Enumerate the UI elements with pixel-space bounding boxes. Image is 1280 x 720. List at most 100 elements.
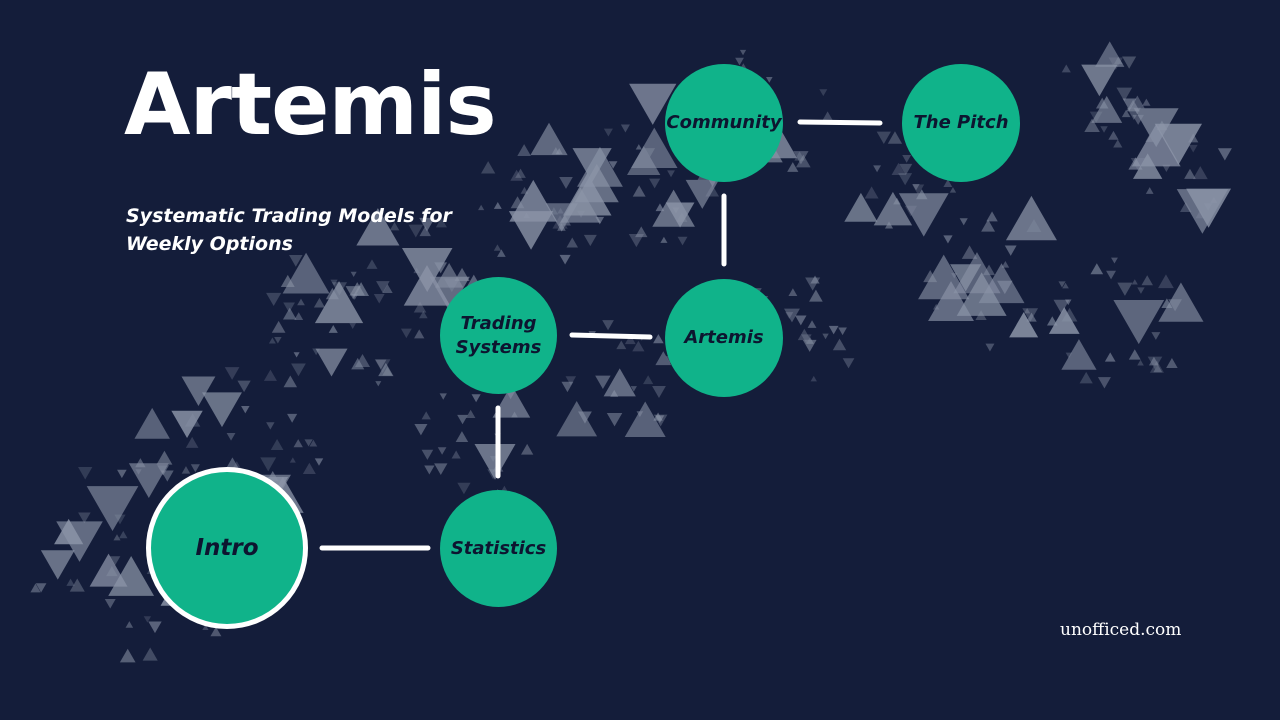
decorative-triangle	[632, 340, 645, 352]
decorative-triangle	[69, 578, 85, 592]
decorative-triangle	[419, 310, 428, 319]
decorative-triangle	[378, 362, 394, 377]
decorative-triangle	[1005, 195, 1057, 241]
decorative-triangle	[821, 111, 834, 122]
decorative-triangle	[40, 550, 75, 580]
decorative-triangle	[559, 254, 571, 265]
decorative-triangle	[78, 512, 91, 524]
decorative-triangle	[268, 337, 276, 344]
decorative-triangle	[765, 77, 773, 83]
decorative-triangle	[382, 284, 393, 294]
decorative-triangle	[521, 443, 534, 455]
decorative-triangle	[478, 204, 485, 211]
decorative-triangle	[351, 293, 359, 300]
decorative-triangle	[1081, 64, 1118, 97]
decorative-triangle	[474, 444, 516, 480]
decorative-triangle	[455, 431, 469, 443]
decorative-triangle	[1131, 279, 1138, 285]
decorative-triangle	[1062, 282, 1069, 289]
decorative-triangle	[566, 237, 579, 248]
subtitle-line-2: Weekly Options	[126, 233, 293, 255]
decorative-triangle	[982, 264, 996, 276]
decorative-triangle	[143, 616, 152, 623]
decorative-triangle	[1161, 298, 1173, 308]
decorative-triangle	[1141, 275, 1153, 286]
decorative-triangle	[302, 462, 316, 475]
node-intro-label: Intro	[195, 535, 259, 561]
decorative-triangle	[312, 348, 321, 356]
decorative-triangle	[1158, 274, 1174, 289]
decorative-triangle	[349, 323, 357, 329]
decorative-triangle	[630, 386, 637, 392]
decorative-triangle	[181, 466, 191, 474]
node-artemis[interactable]: Artemis	[665, 279, 783, 397]
decorative-triangle	[807, 320, 817, 328]
decorative-triangle	[1176, 189, 1229, 234]
decorative-triangle	[109, 556, 121, 566]
decorative-triangle	[842, 358, 855, 369]
decorative-triangle	[373, 294, 385, 304]
decorative-triangle	[1004, 245, 1017, 256]
decorative-triangle	[887, 131, 903, 144]
decorative-triangle	[1145, 187, 1154, 194]
decorative-triangle	[595, 216, 605, 225]
decorative-triangle	[142, 647, 158, 661]
decorative-triangle	[795, 154, 811, 168]
decorative-triangle	[610, 389, 619, 397]
decorative-triangle	[274, 336, 282, 344]
decorative-triangle	[1100, 126, 1108, 133]
decorative-triangle	[561, 381, 574, 393]
decorative-triangle	[374, 359, 391, 374]
decorative-triangle	[574, 163, 619, 203]
decorative-triangle	[515, 168, 526, 178]
connector-community-the-pitch	[797, 119, 883, 126]
decorative-triangle	[1133, 153, 1163, 179]
decorative-triangle	[297, 298, 305, 306]
decorative-triangle	[635, 226, 648, 238]
decorative-triangle	[1131, 123, 1181, 167]
decorative-triangle	[1114, 56, 1123, 64]
node-trading-systems-label-2: Systems	[455, 336, 542, 358]
decorative-triangle	[108, 556, 155, 596]
decorative-triangle	[898, 193, 949, 237]
node-intro[interactable]: Intro	[146, 467, 308, 629]
decorative-triangle	[795, 315, 807, 326]
decorative-triangle	[424, 465, 435, 475]
decorative-triangle	[620, 124, 630, 133]
decorative-triangle	[891, 162, 906, 175]
decorative-triangle	[314, 458, 324, 466]
decorative-triangle	[429, 276, 470, 312]
decorative-triangle	[1061, 339, 1097, 370]
node-trading-systems[interactable]: Trading Systems	[440, 277, 557, 394]
decorative-triangle	[1192, 166, 1208, 180]
decorative-triangle	[643, 375, 654, 385]
decorative-triangle	[1065, 299, 1072, 306]
decorative-triangle	[510, 169, 523, 181]
node-community[interactable]: Community	[665, 64, 783, 182]
decorative-triangle	[266, 422, 275, 430]
connector-trading-systems-artemis	[569, 332, 653, 340]
node-the-pitch[interactable]: The Pitch	[902, 64, 1020, 182]
decorative-triangle	[330, 279, 338, 286]
decorative-triangle	[366, 259, 378, 269]
decorative-triangle	[981, 219, 996, 232]
decorative-triangle	[1154, 123, 1203, 165]
decorative-triangle	[437, 447, 447, 455]
decorative-triangle	[898, 173, 913, 186]
decorative-triangle	[809, 289, 823, 302]
decorative-triangle	[545, 203, 578, 232]
decorative-triangle	[655, 203, 665, 212]
decorative-triangle	[457, 482, 471, 495]
decorative-triangle	[1046, 316, 1058, 326]
decorative-triangle	[794, 151, 805, 161]
decorative-triangle	[552, 215, 568, 229]
decorative-triangle	[1104, 352, 1116, 362]
decorative-triangle	[1090, 263, 1104, 275]
decorative-triangle	[565, 376, 577, 386]
decorative-triangle	[106, 566, 118, 577]
decorative-triangle	[1126, 99, 1140, 112]
node-statistics[interactable]: Statistics	[440, 490, 557, 607]
decorative-triangle	[510, 196, 525, 209]
decorative-triangle	[636, 411, 644, 418]
